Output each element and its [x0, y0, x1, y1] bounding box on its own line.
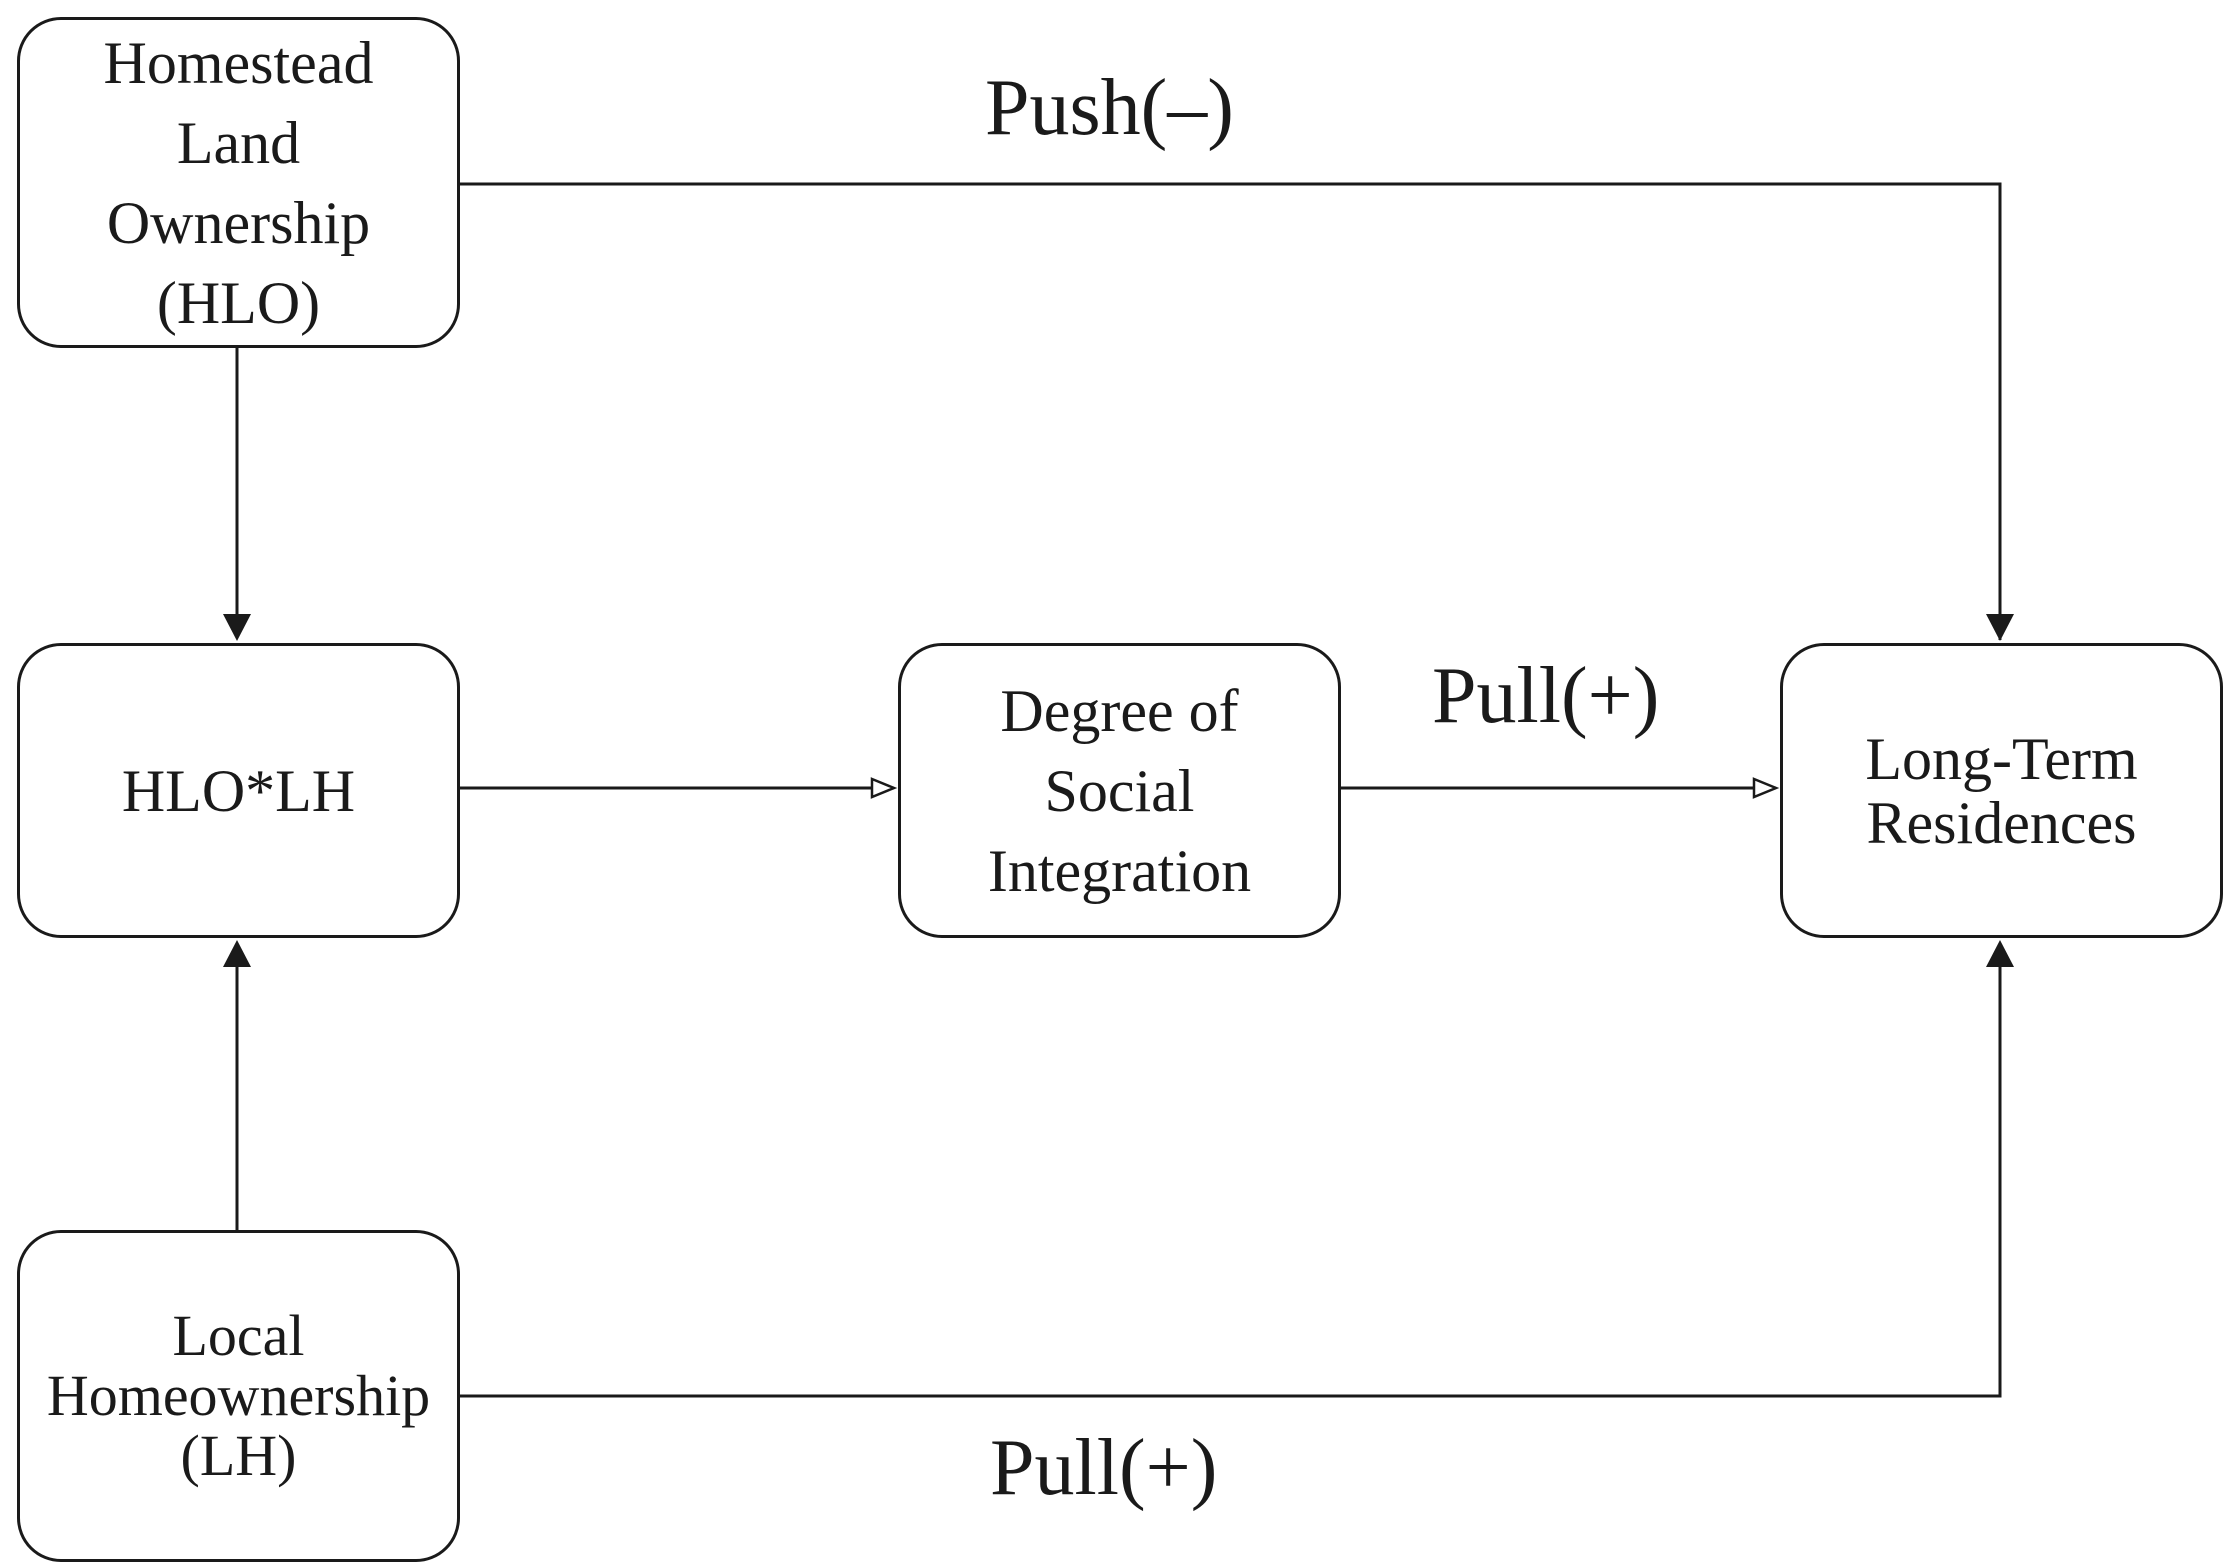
- arrowhead-lh-to-interaction: [223, 940, 251, 967]
- node-social-line-2: Social: [1044, 757, 1195, 824]
- node-ltr-line-1: Long-Term: [1865, 725, 2138, 792]
- edge-label-push: Push(–): [985, 64, 1234, 152]
- arrowhead-hlo-to-interaction: [223, 614, 251, 641]
- node-social-line-1: Degree of: [1000, 677, 1239, 744]
- edge-label-pull-lh: Pull(+): [990, 1424, 1218, 1512]
- node-lh-line-2: Homeownership: [46, 1363, 431, 1428]
- node-homestead-land-ownership: Homestead Land Ownership (HLO): [17, 17, 460, 348]
- node-hlo-line-3: Ownership: [106, 189, 371, 256]
- edge-label-pull-social: Pull(+): [1432, 652, 1660, 740]
- node-hlo-line-2: Land: [176, 109, 301, 176]
- node-interaction-line-1: HLO*LH: [121, 757, 356, 824]
- node-local-homeownership: Local Homeownership (LH): [17, 1230, 460, 1562]
- node-lh-line-1: Local: [172, 1303, 305, 1368]
- edge-hlo-to-ltr: [460, 182, 2002, 640]
- node-degree-of-social-integration: Degree of Social Integration: [898, 643, 1341, 938]
- node-ltr-line-2: Residences: [1866, 789, 2137, 856]
- node-lh-line-3: (LH): [180, 1423, 297, 1488]
- arrowhead-hlo-to-ltr: [1986, 614, 2014, 641]
- node-long-term-residences: Long-Term Residences: [1780, 643, 2223, 938]
- arrowhead-lh-to-ltr: [1986, 940, 2014, 967]
- node-hlo-line-1: Homestead: [103, 29, 374, 96]
- node-social-line-3: Integration: [987, 837, 1252, 904]
- node-hlo-lh-interaction: HLO*LH: [17, 643, 460, 938]
- node-hlo-line-4: (HLO): [156, 269, 321, 336]
- edge-lh-to-ltr: [460, 960, 2002, 1398]
